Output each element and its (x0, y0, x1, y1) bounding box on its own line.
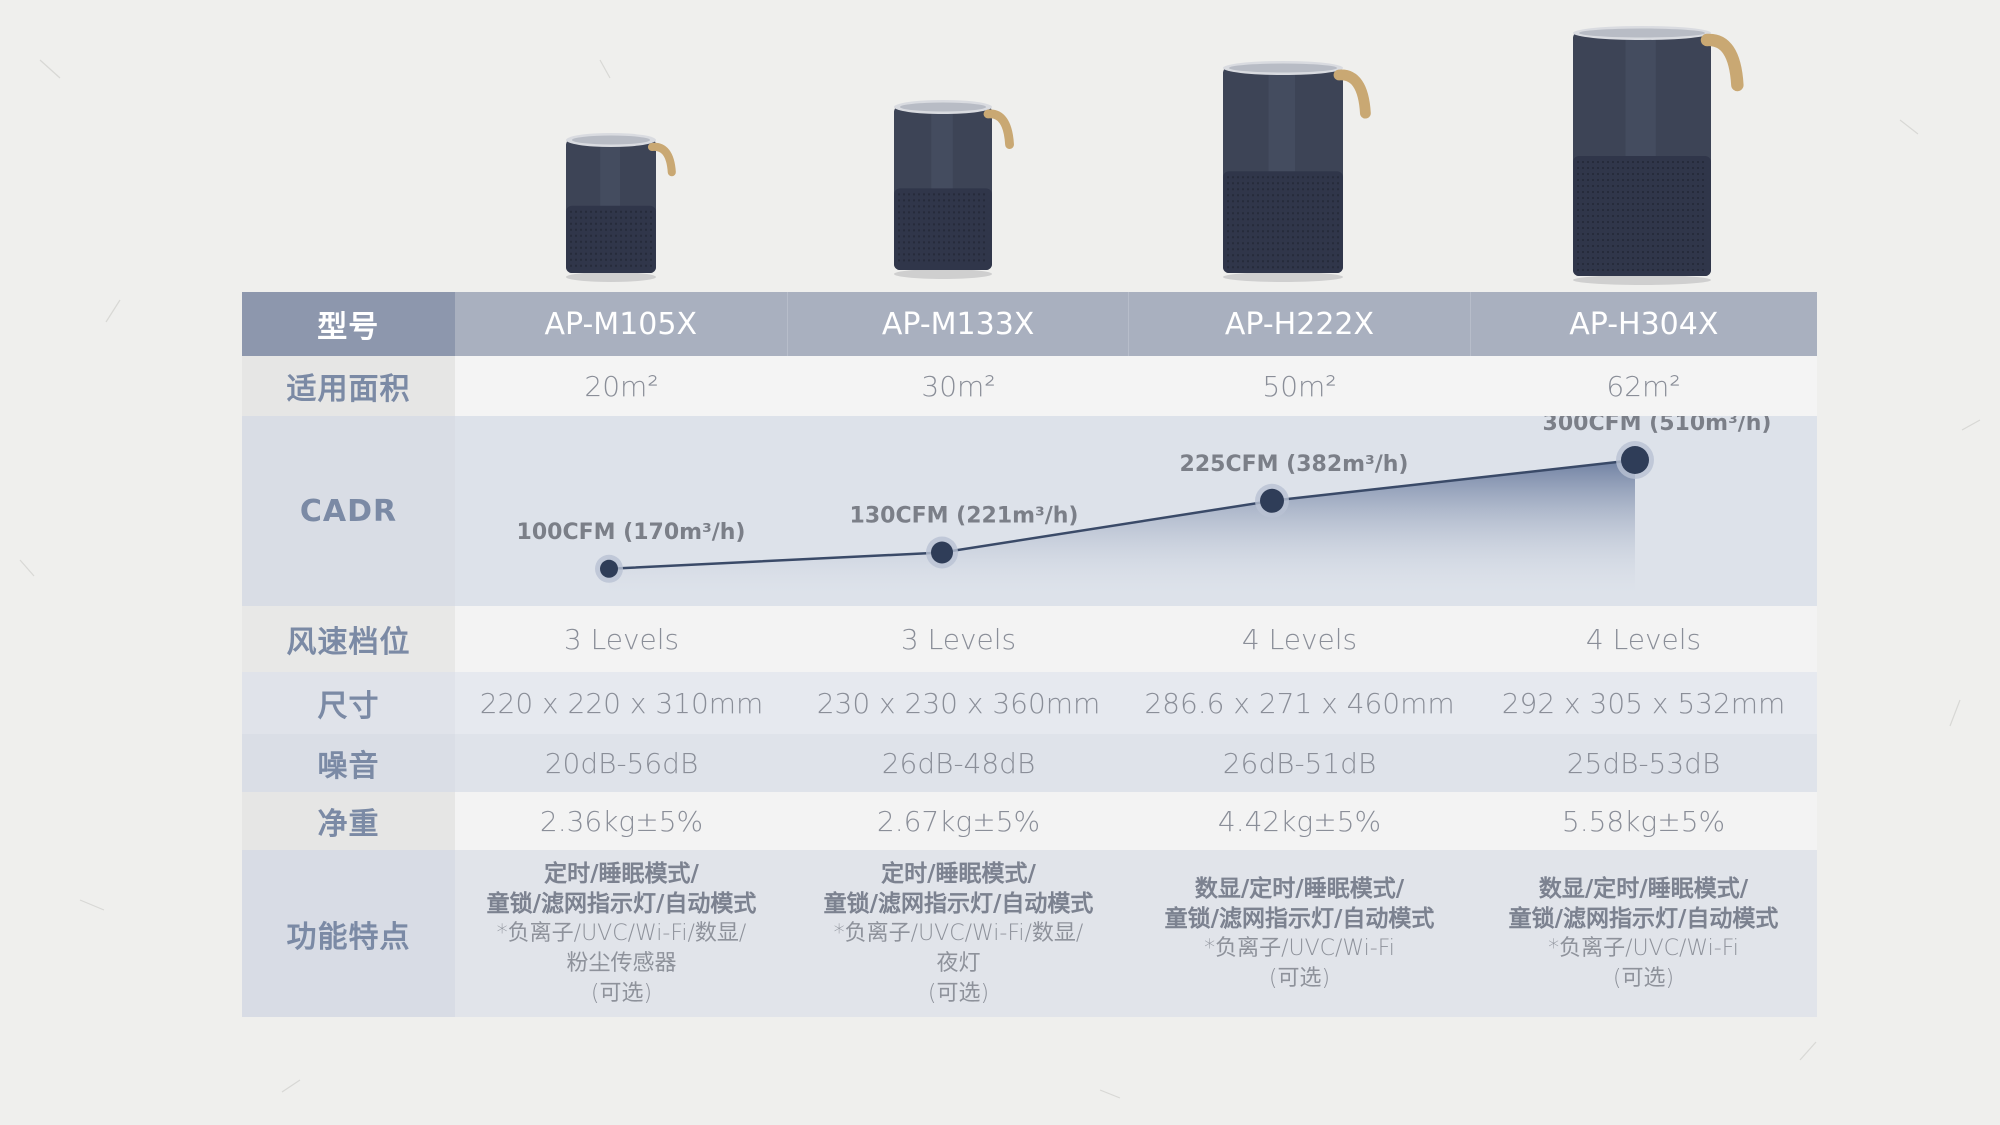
speed-value: 3 Levels (563, 622, 680, 656)
noise-value: 20dB-56dB (544, 746, 699, 780)
product-ap-h222x-image (1223, 61, 1371, 282)
features-label: 功能特点 (242, 850, 455, 1017)
area-value: 20m² (584, 369, 659, 403)
size-value: 292 x 305 x 532mm (1501, 686, 1786, 720)
feature-line: *负离子/UVC/Wi-Fi (1204, 935, 1395, 961)
feature-line: *负离子/UVC/Wi-Fi/数显/ (833, 920, 1084, 946)
feature-line: 童锁/滤网指示灯/自动模式 (823, 890, 1094, 917)
area-value: 30m² (921, 369, 996, 403)
features-value: 定时/睡眠模式/ 童锁/滤网指示灯/自动模式 *负离子/UVC/Wi-Fi/数显… (788, 850, 1129, 1017)
features-value: 定时/睡眠模式/ 童锁/滤网指示灯/自动模式 *负离子/UVC/Wi-Fi/数显… (455, 850, 788, 1017)
weight-value: 2.67kg±5% (876, 804, 1041, 838)
cadr-data-label: 300CFM (510m³/h) (1543, 416, 1772, 436)
product-ap-m133x-image (894, 100, 1014, 279)
area-label: 适用面积 (242, 356, 455, 416)
model-name: AP-M105X (455, 292, 788, 356)
size-row: 尺寸 220 x 220 x 310mm 230 x 230 x 360mm 2… (242, 672, 1817, 734)
cadr-area (609, 460, 1635, 594)
size-value: 286.6 x 271 x 460mm (1144, 686, 1455, 720)
noise-row: 噪音 20dB-56dB 26dB-48dB 26dB-51dB 25dB-53… (242, 734, 1817, 792)
noise-label: 噪音 (242, 734, 455, 792)
header-row: 型号 AP-M105X AP-M133X AP-H222X AP-H304X (242, 292, 1817, 356)
cadr-point (1621, 446, 1649, 474)
features-value: 数显/定时/睡眠模式/ 童锁/滤网指示灯/自动模式 *负离子/UVC/Wi-Fi… (1470, 850, 1817, 1017)
weight-value: 5.58kg±5% (1561, 804, 1726, 838)
header-label: 型号 (242, 292, 455, 356)
feature-line: 数显/定时/睡眠模式/ (1194, 875, 1405, 902)
feature-line: 童锁/滤网指示灯/自动模式 (1164, 905, 1435, 932)
feature-line: *负离子/UVC/Wi-Fi (1548, 935, 1739, 961)
cadr-point (600, 559, 618, 578)
cadr-chart: 100CFM (170m³/h) 130CFM (221m³/h) 225CFM (… (517, 416, 1772, 594)
feature-line: (可选) (1268, 965, 1331, 991)
size-label: 尺寸 (242, 672, 455, 734)
speed-label: 风速档位 (242, 606, 455, 672)
feature-line: *负离子/UVC/Wi-Fi/数显/ (496, 920, 747, 946)
size-value: 220 x 220 x 310mm (479, 686, 764, 720)
spec-table: 型号 AP-M105X AP-M133X AP-H222X AP-H304X 适… (242, 292, 1817, 1017)
cadr-data-label: 225CFM (382m³/h) (1180, 452, 1409, 477)
features-row: 功能特点 定时/睡眠模式/ 童锁/滤网指示灯/自动模式 *负离子/UVC/Wi-… (242, 850, 1817, 1017)
feature-line: (可选) (927, 980, 990, 1006)
size-value: 230 x 230 x 360mm (816, 686, 1101, 720)
cadr-line (608, 458, 1636, 571)
noise-value: 25dB-53dB (1566, 746, 1721, 780)
speed-value: 3 Levels (900, 622, 1017, 656)
feature-line: 数显/定时/睡眠模式/ (1538, 875, 1749, 902)
feature-line: 童锁/滤网指示灯/自动模式 (486, 890, 757, 917)
weight-value: 2.36kg±5% (539, 804, 704, 838)
speed-value: 4 Levels (1585, 622, 1702, 656)
cadr-point (1260, 488, 1284, 513)
feature-line: 定时/睡眠模式/ (544, 860, 699, 887)
features-value: 数显/定时/睡眠模式/ 童锁/滤网指示灯/自动模式 *负离子/UVC/Wi-Fi… (1129, 850, 1470, 1017)
product-lineup (0, 0, 2000, 290)
feature-line: 夜灯 (936, 950, 981, 976)
feature-line: 粉尘传感器 (566, 950, 677, 976)
noise-value: 26dB-51dB (1222, 746, 1377, 780)
weight-label: 净重 (242, 792, 455, 850)
weight-value: 4.42kg±5% (1217, 804, 1382, 838)
feature-line: (可选) (590, 980, 653, 1006)
noise-value: 26dB-48dB (881, 746, 1036, 780)
cadr-data-label: 100CFM (170m³/h) (517, 520, 746, 545)
model-name: AP-M133X (788, 292, 1130, 356)
cadr-row: CADR 100CFM (170m³/h) 130CFM (221m³/h) 225… (242, 416, 1817, 606)
area-row: 适用面积 20m² 30m² 50m² 62m² (242, 356, 1817, 416)
area-value: 50m² (1262, 369, 1337, 403)
cadr-data-label: 130CFM (221m³/h) (850, 503, 1079, 528)
weight-row: 净重 2.36kg±5% 2.67kg±5% 4.42kg±5% 5.58kg±… (242, 792, 1817, 850)
cadr-label: CADR (242, 416, 455, 606)
model-name: AP-H222X (1129, 292, 1471, 356)
speed-row: 风速档位 3 Levels 3 Levels 4 Levels 4 Levels (242, 606, 1817, 672)
product-ap-m105x-image (566, 133, 676, 282)
area-value: 62m² (1606, 369, 1681, 403)
feature-line: (可选) (1612, 965, 1675, 991)
speed-value: 4 Levels (1241, 622, 1358, 656)
feature-line: 童锁/滤网指示灯/自动模式 (1508, 905, 1779, 932)
model-name: AP-H304X (1569, 306, 1719, 342)
cadr-point (931, 541, 953, 564)
product-ap-h304x-image (1573, 26, 1744, 285)
feature-line: 定时/睡眠模式/ (881, 860, 1036, 887)
